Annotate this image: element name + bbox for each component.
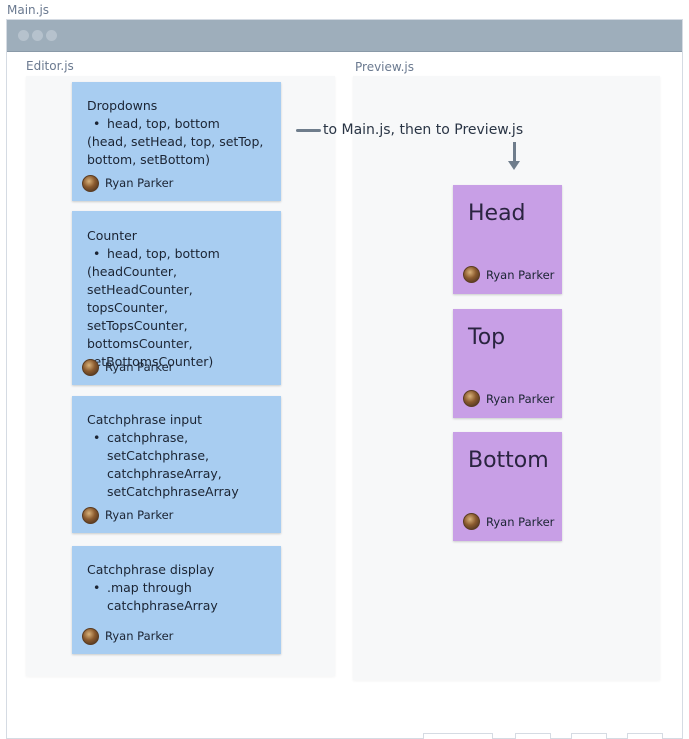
- note-author: Ryan Parker: [82, 358, 173, 376]
- note-bullet: head, top, bottom: [87, 115, 267, 133]
- note-bullet-list: .map through catchphraseArray: [87, 579, 267, 615]
- note-title: Catchphrase display: [87, 562, 215, 577]
- sticky-note-counter[interactable]: Counter head, top, bottom (headCounter, …: [72, 211, 281, 385]
- connector-label[interactable]: to Main.js, then to Preview.js: [323, 122, 524, 138]
- note-bullet: catchphrase, setCatchphrase, catchphrase…: [87, 429, 267, 501]
- preview-frame-title: Preview.js: [355, 60, 415, 74]
- avatar-icon: [82, 358, 99, 376]
- author-name: Ryan Parker: [486, 514, 555, 529]
- note-author: Ryan Parker: [463, 513, 554, 530]
- note-bullet: .map through catchphraseArray: [87, 579, 267, 615]
- bottom-tab-stub: [423, 733, 493, 739]
- avatar-icon: [463, 513, 480, 530]
- arrow-down-icon[interactable]: [513, 142, 516, 163]
- avatar-icon: [463, 390, 480, 407]
- note-author: Ryan Parker: [463, 390, 554, 407]
- note-title: Bottom: [468, 448, 549, 473]
- author-name: Ryan Parker: [486, 391, 555, 406]
- connector-line[interactable]: [296, 129, 321, 132]
- window-dot-icon: [32, 30, 43, 41]
- sticky-note-top[interactable]: Top Ryan Parker: [453, 309, 562, 418]
- note-author: Ryan Parker: [82, 627, 173, 645]
- editor-frame-title: Editor.js: [26, 59, 74, 73]
- author-name: Ryan Parker: [105, 176, 174, 190]
- avatar-icon: [82, 506, 99, 524]
- bottom-tab-stub: [571, 733, 607, 739]
- note-author: Ryan Parker: [463, 266, 554, 283]
- sticky-note-catchphrase-input[interactable]: Catchphrase input catchphrase, setCatchp…: [72, 396, 281, 533]
- note-text: (head, setHead, top, setTop, bottom, set…: [87, 134, 264, 167]
- sticky-note-bottom[interactable]: Bottom Ryan Parker: [453, 432, 562, 541]
- note-title: Catchphrase input: [87, 412, 203, 427]
- author-name: Ryan Parker: [105, 360, 174, 374]
- author-name: Ryan Parker: [105, 508, 174, 522]
- sticky-note-head[interactable]: Head Ryan Parker: [453, 185, 562, 294]
- note-bullet-list: head, top, bottom: [87, 245, 267, 263]
- window-dot-icon: [46, 30, 57, 41]
- sticky-note-dropdowns[interactable]: Dropdowns head, top, bottom (head, setHe…: [72, 82, 281, 201]
- bottom-tab-stub: [515, 733, 551, 739]
- note-text: (headCounter, setHeadCounter, topsCounte…: [87, 264, 214, 369]
- note-author: Ryan Parker: [82, 174, 173, 192]
- note-bullet-list: head, top, bottom: [87, 115, 267, 133]
- sticky-note-catchphrase-display[interactable]: Catchphrase display .map through catchph…: [72, 546, 281, 654]
- avatar-icon: [82, 627, 99, 645]
- note-title: Top: [468, 325, 506, 350]
- bottom-tab-stub: [627, 733, 663, 739]
- avatar-icon: [82, 174, 99, 192]
- note-bullet-list: catchphrase, setCatchphrase, catchphrase…: [87, 429, 267, 501]
- author-name: Ryan Parker: [486, 267, 555, 282]
- avatar-icon: [463, 266, 480, 283]
- note-title: Counter: [87, 228, 137, 243]
- note-title: Dropdowns: [87, 98, 158, 113]
- note-title: Head: [468, 201, 526, 226]
- window-dot-icon: [18, 30, 29, 41]
- note-bullet: head, top, bottom: [87, 245, 267, 263]
- main-frame-title: Main.js: [7, 3, 50, 17]
- note-author: Ryan Parker: [82, 506, 173, 524]
- author-name: Ryan Parker: [105, 629, 174, 643]
- window-titlebar: [7, 20, 682, 52]
- arrow-head-icon: [508, 161, 520, 170]
